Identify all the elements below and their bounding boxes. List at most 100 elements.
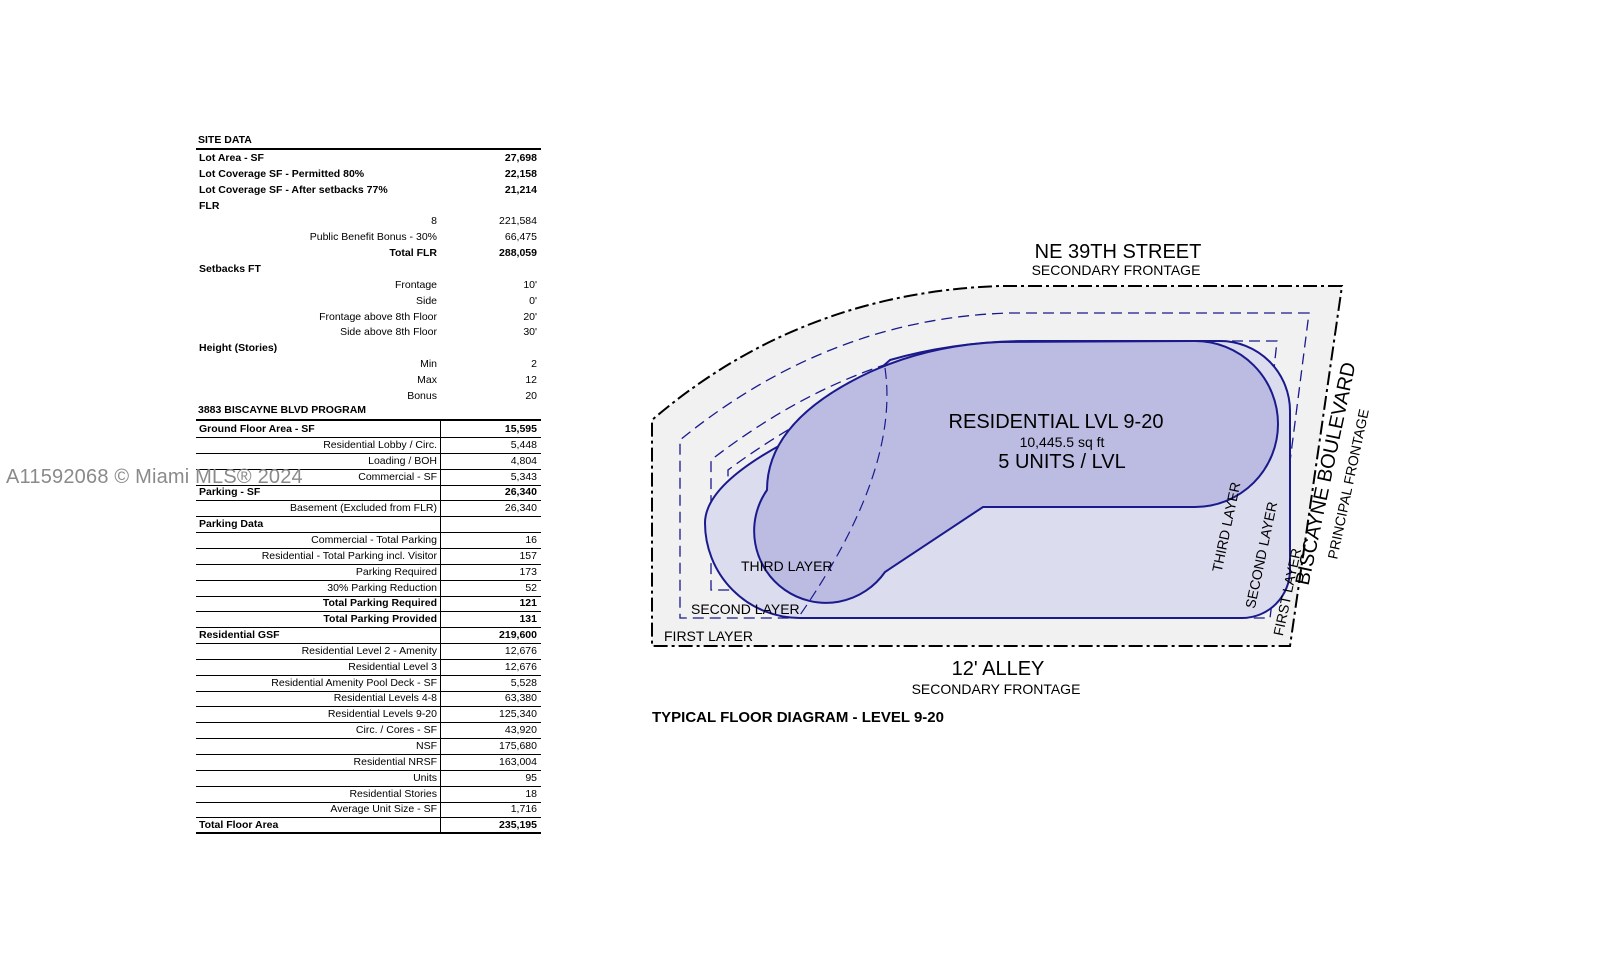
row-value: 12,676 [504,644,537,657]
table-row: Parking Data [196,516,541,534]
top-frontage-label: SECONDARY FRONTAGE [1032,262,1201,278]
row-value: 30' [523,326,537,339]
row-value: 20 [525,389,537,402]
table-row: Residential Level 2 - Amenity 12,676 [196,642,541,660]
row-value: 21,214 [504,183,537,196]
program-header-rule [196,419,541,421]
row-label: Residential Lobby / Circ. [323,438,437,451]
row-label: Average Unit Size - SF [330,803,437,816]
table-row: Basement (Excluded from FLR)26,340 [196,500,541,518]
row-label: Commercial - Total Parking [311,533,437,546]
row-value: 221,584 [499,215,537,228]
row-label: Parking Data [199,518,264,531]
row-value: 0' [529,294,537,307]
footprint-title: RESIDENTIAL LVL 9-20 [949,411,1164,433]
row-label: 30% Parking Reduction [327,581,437,594]
row-label: Residential Level 2 - Amenity [301,644,437,657]
row-value: 66,475 [504,231,537,244]
row-label: Side [415,294,437,307]
table-row: Side 0' [196,293,541,309]
footprint-units: 5 UNITS / LVL [998,451,1125,473]
row-label: 8 [431,215,437,228]
layer-second-label: SECOND LAYER [691,601,800,617]
site_data-header-rule [196,148,541,150]
row-label: Basement (Excluded from FLR) [289,502,437,515]
row-label: Residential Amenity Pool Deck - SF [271,676,437,689]
row-value: 10' [523,278,537,291]
row-value: 131 [519,613,537,626]
row-value: 219,600 [499,629,537,642]
row-value: 43,920 [504,724,537,737]
row-value: 20' [523,310,537,323]
row-label: Parking - SF [199,486,261,499]
row-label: Max [417,373,437,386]
table-row: Commercial - Total Parking 16 [196,531,541,549]
table-row: Lot Coverage SF - Permitted 80% 22,158 [196,166,541,182]
row-value: 5,343 [510,470,537,483]
row-value: 12,676 [504,660,537,673]
table-row: Max 12 [196,372,541,388]
table-row: Total Parking Provided 131 [196,611,541,629]
row-value: 1,716 [510,803,537,816]
row-value: 235,195 [499,819,537,832]
row-value: 26,340 [504,486,537,499]
row-value: 163,004 [499,755,537,768]
row-label: Total Parking Provided [323,613,437,626]
row-value: 157 [519,549,537,562]
row-label: FLR [199,199,220,212]
row-label: Residential Levels 9-20 [327,708,437,721]
site_data-title: SITE DATA [198,134,252,146]
row-label: Residential Levels 4-8 [333,692,437,705]
bottom-street-label: 12' ALLEY [952,658,1045,680]
row-label: Frontage above 8th Floor [319,310,437,323]
table-row: Side above 8th Floor 30' [196,324,541,340]
row-value: 16 [525,533,537,546]
top-street-label: NE 39TH STREET [1035,241,1202,263]
row-label: Residential - Total Parking incl. Visito… [261,549,437,562]
table-row: Residential Amenity Pool Deck - SF 5,528 [196,674,541,692]
row-label: Lot Coverage SF - Permitted 80% [199,167,365,180]
table-row: Residential NRSF 163,004 [196,753,541,771]
row-value: 121 [519,597,537,610]
table-row: Ground Floor Area - SF 15,595 [196,421,541,438]
row-label: Public Benefit Bonus - 30% [309,231,437,244]
diagram-caption: TYPICAL FLOOR DIAGRAM - LEVEL 9-20 [652,709,944,726]
row-value: 52 [525,581,537,594]
row-value: 12 [525,373,537,386]
bottom-frontage-label: SECONDARY FRONTAGE [912,681,1081,697]
row-label: Min [420,358,437,371]
footprint-area: 10,445.5 sq ft [1020,434,1105,450]
row-value: 22,158 [504,167,537,180]
setback-line-first [679,312,1310,619]
row-label: Ground Floor Area - SF [199,423,315,435]
layer-first-label: FIRST LAYER [664,628,753,644]
table-row: Frontage above 8th Floor 20' [196,309,541,325]
row-label: Lot Coverage SF - After setbacks 77% [199,183,388,196]
row-label: Circ. / Cores - SF [355,724,437,737]
table-row: 8 221,584 [196,213,541,229]
row-label: Loading / BOH [368,454,437,467]
program-footer-rule [196,832,541,835]
row-value: 15,595 [504,423,537,435]
program-title: 3883 BISCAYNE BLVD PROGRAM [198,404,367,416]
row-label: Side above 8th Floor [340,326,437,339]
watermark: A11592068 © Miami MLS® 2024 [6,466,303,488]
row-value: 5,528 [510,676,537,689]
row-value: 175,680 [499,740,537,752]
table-row: 30% Parking Reduction 52 [196,579,541,597]
table-row: Circ. / Cores - SF 43,920 [196,722,541,740]
row-value: 95 [525,771,537,784]
table-row: Parking - SF 26,340 [196,484,541,502]
row-label: Residential NRSF [353,755,437,768]
